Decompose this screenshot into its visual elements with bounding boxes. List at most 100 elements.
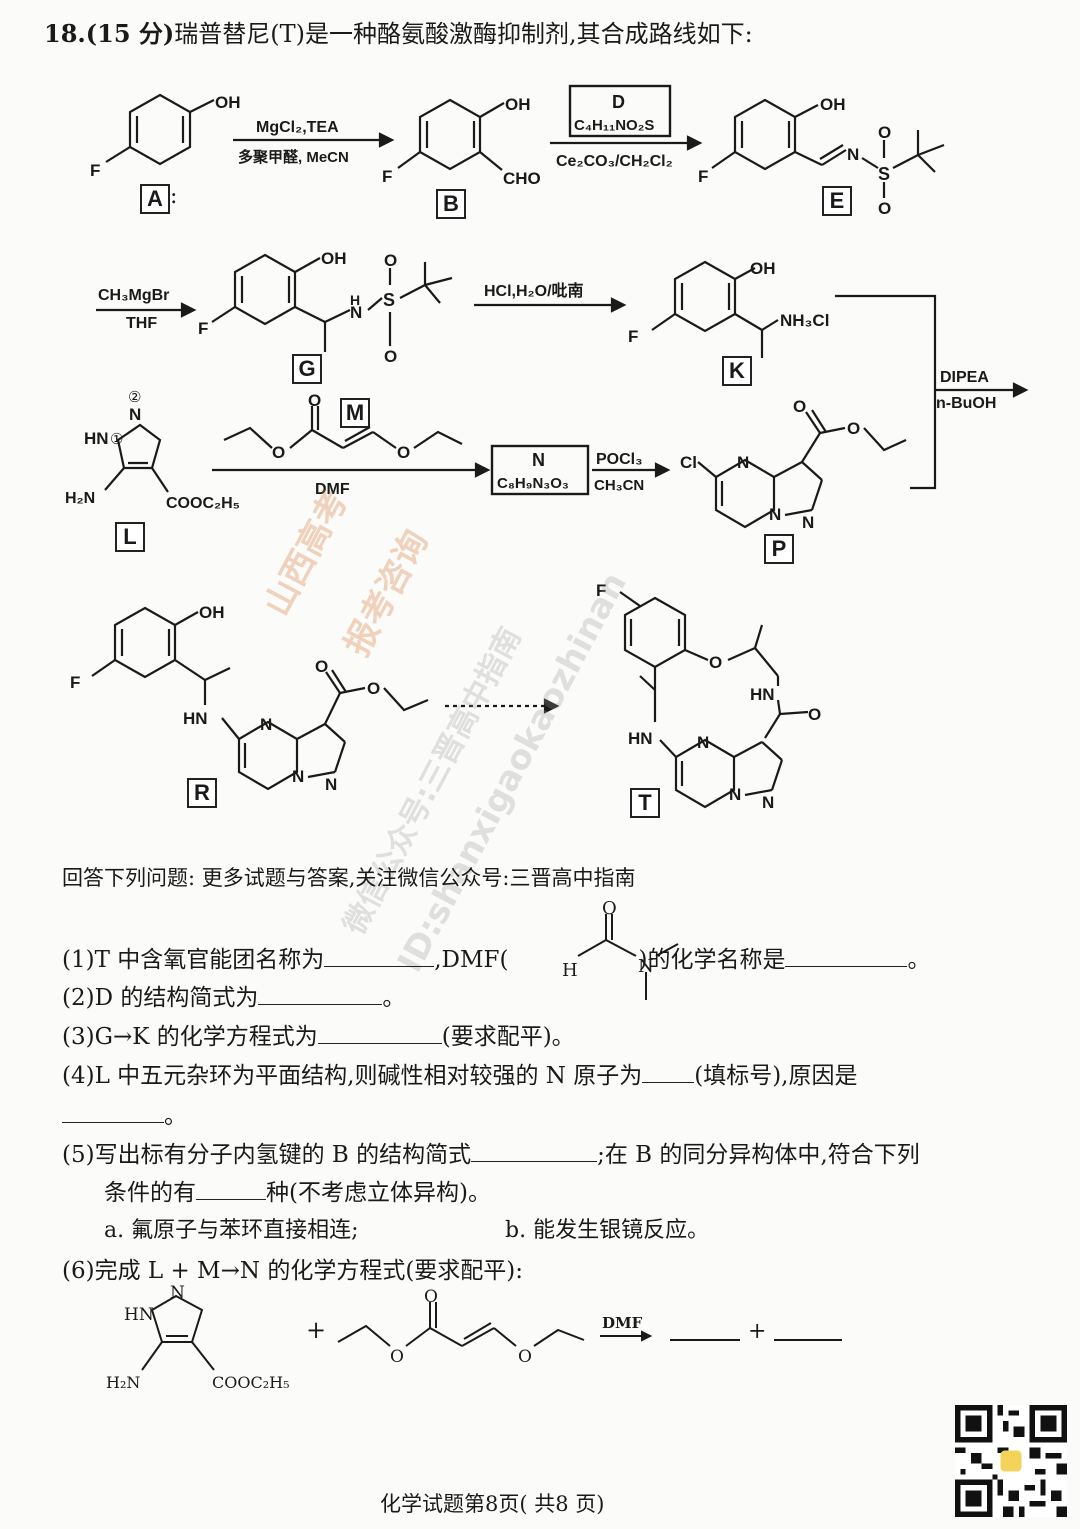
reagent-n-p-bottom: CH₃CN xyxy=(594,477,644,494)
label-m: M xyxy=(340,398,370,428)
q6-o2-label: O xyxy=(424,1287,438,1307)
q5-text-b: ;在 B 的同分异构体中,符合下列 xyxy=(597,1142,920,1168)
m-o1-label: O xyxy=(272,443,285,462)
q5-line2: 条件的有 种(不考虑立体异构)。 xyxy=(104,1173,491,1207)
compound-n-box xyxy=(490,444,590,496)
q5-text-c: 条件的有 xyxy=(104,1180,196,1206)
q3-blank[interactable] xyxy=(317,1042,442,1044)
label-t: T xyxy=(630,788,660,818)
l-h2n-label: H₂N xyxy=(65,490,95,507)
a-oh-label: OH xyxy=(215,93,241,112)
question-stem: 瑞普替尼(T)是一种酪氨酸激酶抑制剂,其合成路线如下: xyxy=(174,20,753,48)
r-f-label: F xyxy=(70,673,80,692)
q2: (2)D 的结构简式为 。 xyxy=(62,978,405,1012)
reagent-d-box xyxy=(568,84,672,138)
q3-text-b: (要求配平)。 xyxy=(441,1024,575,1050)
t-o1-label: O xyxy=(709,653,722,672)
label-l: L xyxy=(115,522,145,552)
e-f-label: F xyxy=(698,167,708,186)
p-n1-label: N xyxy=(737,453,749,472)
label-k: K xyxy=(722,356,752,386)
q6-plus-1: + xyxy=(306,1316,326,1344)
q2-blank[interactable] xyxy=(258,1003,383,1005)
q4-period: 。 xyxy=(164,1103,187,1129)
l-n-label: N xyxy=(129,405,141,424)
reagent-e-g-bottom: THF xyxy=(126,315,157,332)
q1-blank-2[interactable] xyxy=(785,965,908,967)
g-n-label: N xyxy=(350,303,362,322)
compound-e-structure xyxy=(711,98,945,198)
q6-o1-label: O xyxy=(390,1347,404,1367)
r-n2-label: N xyxy=(292,767,304,786)
label-b: B xyxy=(436,189,466,219)
q6-hn-label: HN xyxy=(124,1305,154,1325)
compound-k-structure xyxy=(651,260,779,358)
t-hn1-label: HN xyxy=(750,685,775,704)
label-g: G xyxy=(292,354,322,384)
q1-blank-1[interactable] xyxy=(324,965,435,967)
reagent-b-e-bottom: Ce₂CO₃/CH₂Cl₂ xyxy=(556,153,673,170)
g-s-label: S xyxy=(383,290,395,310)
e-s-label: S xyxy=(878,164,890,184)
dmf-o-label: O xyxy=(602,898,617,919)
compound-m-structure xyxy=(223,406,463,449)
question-header: 18.(15 分)瑞普替尼(T)是一种酪氨酸激酶抑制剂,其合成路线如下: xyxy=(44,14,753,49)
compound-l-structure xyxy=(104,423,169,493)
r-oh-label: OH xyxy=(199,603,225,622)
reagent-a-b-top: MgCl₂,TEA xyxy=(256,119,339,136)
label-a-colon: : xyxy=(170,184,178,209)
label-p: P xyxy=(764,534,794,564)
q5-blank-1[interactable] xyxy=(471,1160,598,1162)
m-o3-label: O xyxy=(397,443,410,462)
q5-text-a: (5)写出标有分子内氢键的 B 的结构简式 xyxy=(62,1142,472,1168)
q5-cond-b: b. 能发生银镜反应。 xyxy=(505,1218,710,1243)
l-cooet-label: COOC₂H₅ xyxy=(166,495,240,512)
q4-blank-2[interactable] xyxy=(62,1121,164,1123)
q5-text-d: 种(不考虑立体异构)。 xyxy=(266,1180,491,1206)
p-o1-label: O xyxy=(793,397,806,416)
reagent-a-b-bottom: 多聚甲醛, MeCN xyxy=(238,148,349,166)
q4-blank-1[interactable] xyxy=(642,1081,695,1083)
q5: (5)写出标有分子内氢键的 B 的结构简式 ;在 B 的同分异构体中,符合下列 xyxy=(62,1135,920,1169)
q5-blank-2[interactable] xyxy=(196,1198,266,1200)
q6-o3-label: O xyxy=(518,1347,532,1367)
reagent-kp-r-bottom: n-BuOH xyxy=(936,395,996,412)
p-cl-label: Cl xyxy=(680,453,697,472)
compound-r-structure xyxy=(91,606,429,791)
p-n2-label: N xyxy=(769,505,781,524)
qr-code xyxy=(955,1405,1067,1517)
t-n2-label: N xyxy=(729,785,741,804)
bracket-k-p xyxy=(835,294,937,490)
intro-line: 回答下列问题: 更多试题与答案,关注微信公众号:三晋高中指南 xyxy=(62,866,636,890)
e-o1-label: O xyxy=(878,123,891,142)
r-o2-label: O xyxy=(367,679,380,698)
q2-text: (2)D 的结构简式为 xyxy=(62,985,259,1011)
reagent-g-k-top: HCl,H₂O/吡南 xyxy=(484,281,584,300)
a-f-label: F xyxy=(90,161,100,180)
b-oh-label: OH xyxy=(505,95,531,114)
reagent-e-g-top: CH₃MgBr xyxy=(98,287,169,304)
q1: (1)T 中含氧官能团名称为,DMF()的化学名称是。 xyxy=(62,940,930,974)
compound-a-structure xyxy=(105,93,215,166)
compound-g-structure xyxy=(211,253,453,352)
g-oh-label: OH xyxy=(321,249,347,268)
q2-period: 。 xyxy=(382,985,406,1011)
q3: (3)G→K 的化学方程式为 (要求配平)。 xyxy=(62,1017,575,1051)
q6-h2n-label: H₂N xyxy=(106,1373,140,1392)
e-oh-label: OH xyxy=(820,95,846,114)
compound-t-structure xyxy=(619,591,809,809)
q6-arrow-label: DMF xyxy=(602,1314,643,1332)
p-n3-label: N xyxy=(802,513,814,532)
r-n3-label: N xyxy=(325,775,337,794)
k-nh3cl-label: NH₃Cl xyxy=(780,311,829,330)
q4: (4)L 中五元杂环为平面结构,则碱性相对较强的 N 原子为(填标号),原因是 xyxy=(62,1056,858,1090)
question-score: (15 分) xyxy=(85,19,175,48)
b-cho-label: CHO xyxy=(503,169,541,188)
q6-n-label: N xyxy=(170,1283,185,1303)
t-hn2-label: HN xyxy=(628,729,653,748)
q6: (6)完成 L + M→N 的化学方程式(要求配平): xyxy=(62,1258,524,1284)
q3-text-a: (3)G→K 的化学方程式为 xyxy=(62,1024,318,1050)
reagent-l-n-bottom: DMF xyxy=(315,481,350,498)
r-hn-label: HN xyxy=(183,709,208,728)
label-r: R xyxy=(187,778,217,808)
